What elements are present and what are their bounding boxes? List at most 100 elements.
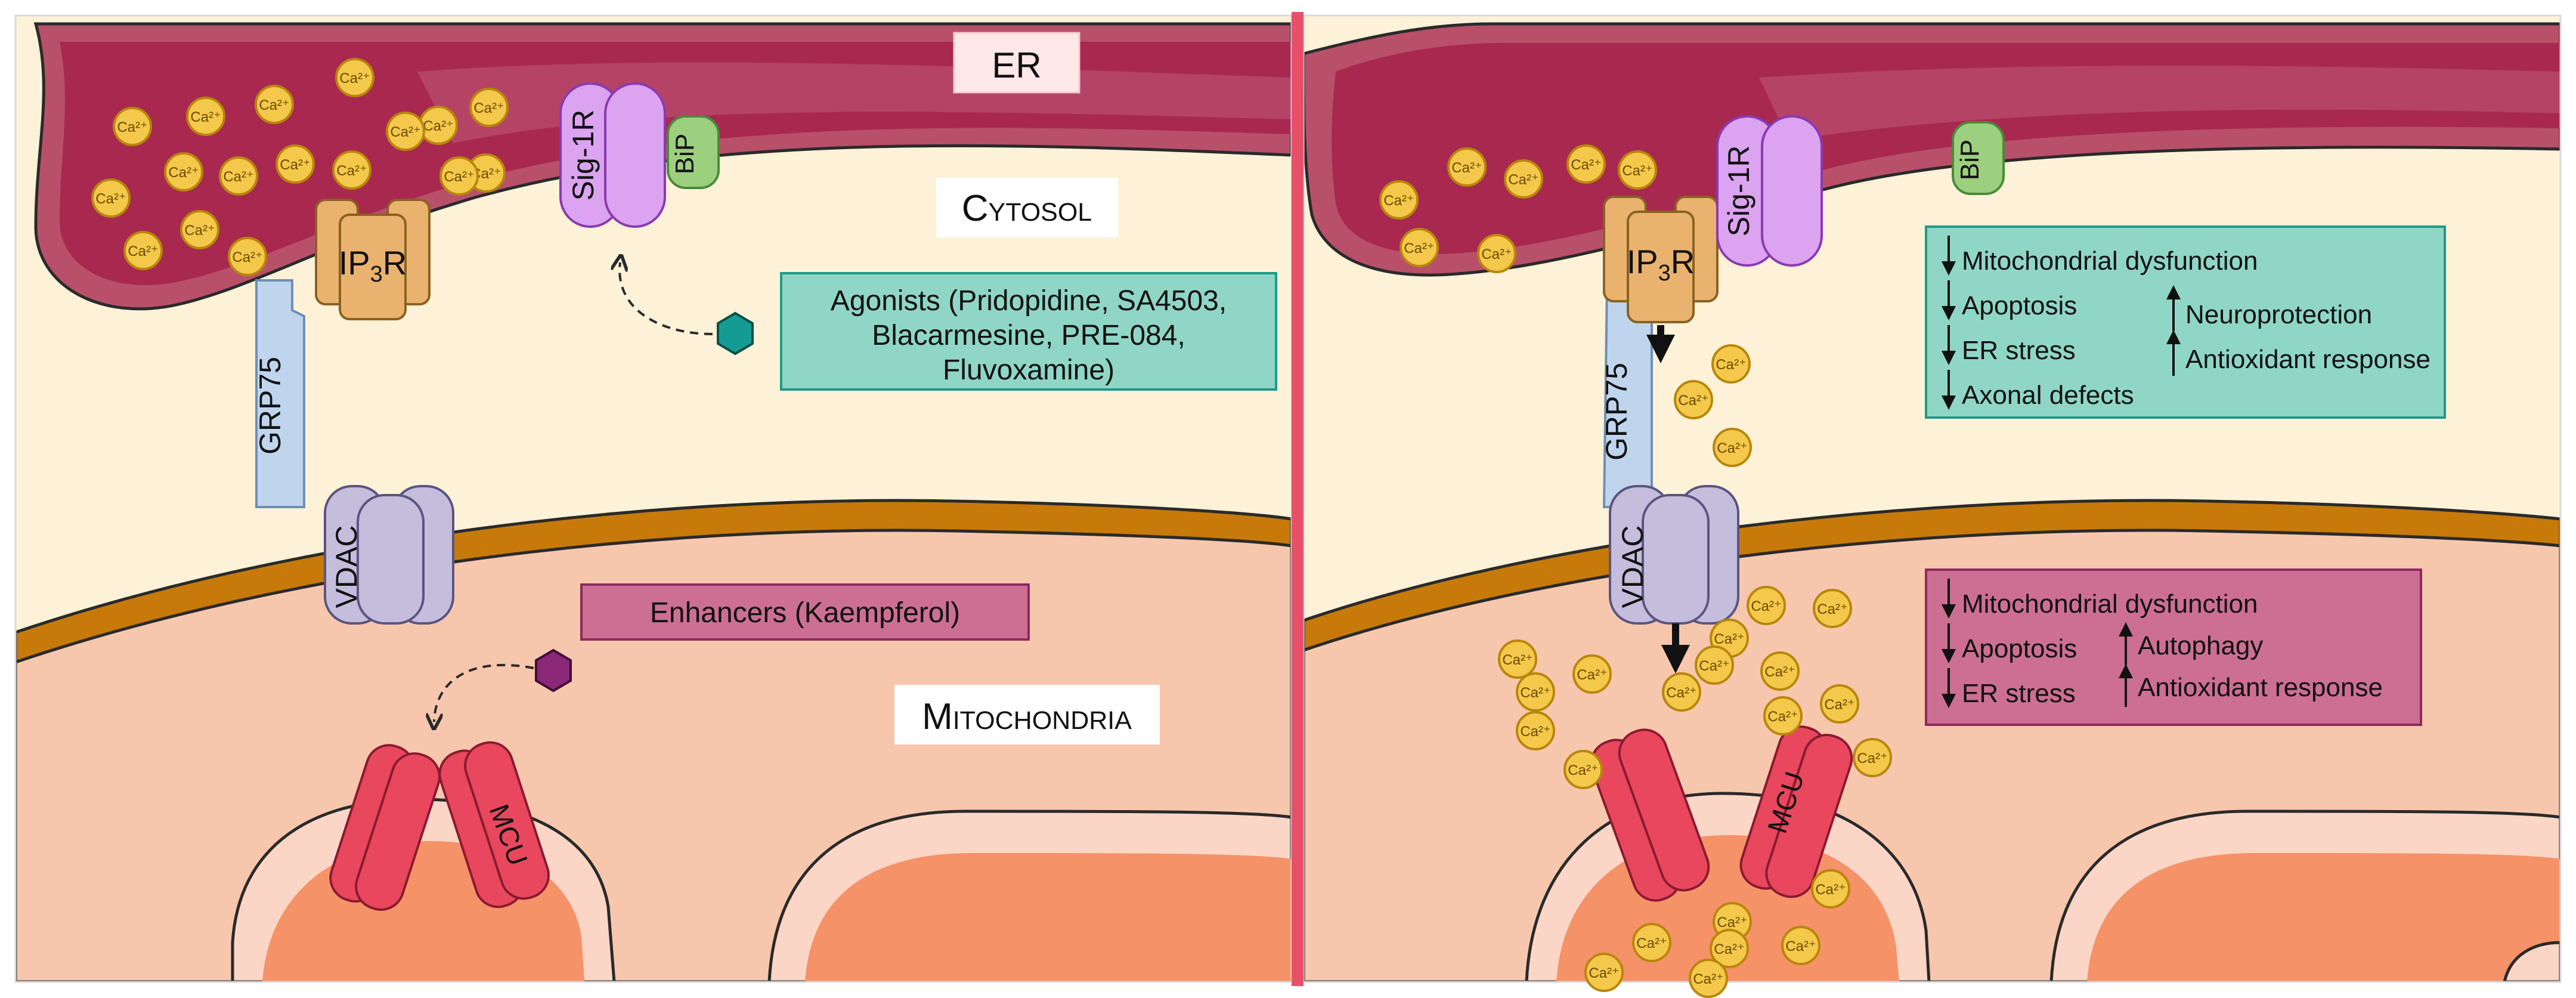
svg-text:GRP75: GRP75	[1600, 363, 1633, 461]
calcium-ion-label: Ca²⁺	[168, 165, 199, 181]
calcium-ion-label: Ca²⁺	[1502, 652, 1532, 668]
enhancers-box: Enhancers (Kaempferol)	[580, 583, 1030, 641]
calcium-ion-label: Ca²⁺	[1666, 685, 1696, 701]
svg-text:Sig-1R: Sig-1R	[1722, 146, 1755, 237]
calcium-ion: Ca²⁺	[1400, 228, 1439, 267]
calcium-ion: Ca²⁺	[1447, 147, 1487, 187]
ip3r-receptor: IP3R	[315, 199, 431, 320]
calcium-ion: Ca²⁺	[1572, 654, 1612, 694]
svg-text:Axonal defects: Axonal defects	[1962, 381, 2134, 410]
calcium-ion-label: Ca²⁺	[128, 243, 158, 259]
calcium-ion: Ca²⁺	[1710, 619, 1749, 658]
calcium-ion-label: Ca²⁺	[1714, 941, 1744, 957]
calcium-ion: Ca²⁺	[1711, 344, 1751, 384]
sig1r-receptor: Sig-1R	[1716, 115, 1823, 267]
svg-text:Antioxidant response: Antioxidant response	[2138, 673, 2383, 702]
calcium-ion-label: Ca²⁺	[1815, 882, 1846, 898]
calcium-ion-label: Ca²⁺	[444, 169, 474, 185]
calcium-ion-label: Ca²⁺	[423, 118, 453, 134]
grp75-protein: GRP75	[253, 279, 305, 508]
svg-text:Mitochondria: Mitochondria	[922, 696, 1132, 737]
calcium-ion-label: Ca²⁺	[1481, 246, 1512, 262]
calcium-ion: Ca²⁺	[1813, 589, 1852, 628]
svg-text:VDAC: VDAC	[330, 526, 363, 608]
calcium-ion-label: Ca²⁺	[1764, 664, 1795, 680]
calcium-ion: Ca²⁺	[228, 237, 267, 276]
mitochondria-label: Mitochondria	[894, 685, 1160, 744]
calcium-ion-label: Ca²⁺	[1717, 440, 1747, 456]
calcium-ion: Ca²⁺	[1516, 672, 1555, 712]
calcium-ion-label: Ca²⁺	[232, 249, 262, 265]
er-highlight	[1759, 66, 2560, 140]
calcium-ion-label: Ca²⁺	[473, 100, 504, 116]
svg-text:ER stress: ER stress	[1962, 679, 2076, 708]
calcium-ion: Ca²⁺	[1689, 959, 1728, 998]
svg-text:Agonists (Pridopidine, SA4503,: Agonists (Pridopidine, SA4503,	[831, 285, 1227, 317]
calcium-ion-label: Ca²⁺	[223, 169, 253, 185]
svg-text:IP3R: IP3R	[1627, 243, 1695, 286]
calcium-ion: Ca²⁺	[123, 231, 163, 270]
ip3r-receptor: IP3R	[1603, 196, 1719, 323]
calcium-ion: Ca²⁺	[332, 150, 371, 190]
calcium-ion: Ca²⁺	[1662, 672, 1701, 712]
svg-text:Enhancers (Kaempferol): Enhancers (Kaempferol)	[650, 597, 960, 629]
calcium-ion: Ca²⁺	[1674, 380, 1713, 419]
calcium-ion: Ca²⁺	[164, 152, 203, 191]
calcium-ion-label: Ca²⁺	[1383, 193, 1414, 209]
agonist-binding-arrow	[620, 262, 713, 335]
calcium-ion: Ca²⁺	[1695, 645, 1734, 685]
calcium-ion-label: Ca²⁺	[1817, 601, 1847, 617]
calcium-ion: Ca²⁺	[419, 106, 458, 145]
calcium-ion-label: Ca²⁺	[1589, 965, 1619, 981]
calcium-ion-label: Ca²⁺	[184, 223, 215, 239]
calcium-ion-label: Ca²⁺	[1857, 750, 1887, 767]
sig1r-receptor: Sig-1R	[559, 82, 666, 228]
calcium-ion-label: Ca²⁺	[1716, 357, 1746, 373]
svg-text:ER stress: ER stress	[1962, 336, 2076, 365]
svg-text:Autophagy: Autophagy	[2138, 631, 2263, 660]
er-label: ER	[953, 32, 1080, 94]
calcium-ion-label: Ca²⁺	[280, 157, 310, 173]
calcium-ion: Ca²⁺	[1853, 738, 1892, 777]
calcium-ion-label: Ca²⁺	[117, 119, 147, 135]
calcium-ion-label: Ca²⁺	[1520, 724, 1550, 740]
calcium-ion: Ca²⁺	[1713, 428, 1752, 467]
calcium-ion-label: Ca²⁺	[1699, 658, 1729, 674]
calcium-ion-label: Ca²⁺	[1785, 938, 1816, 954]
calcium-ion-label: Ca²⁺	[1622, 163, 1652, 179]
calcium-ion-label: Ca²⁺	[1636, 935, 1667, 951]
calcium-ion-label: Ca²⁺	[259, 97, 289, 113]
calcium-ion: Ca²⁺	[1632, 923, 1671, 962]
calcium-ion: Ca²⁺	[1781, 926, 1820, 965]
calcium-ion: Ca²⁺	[1584, 953, 1624, 992]
svg-text:BiP: BiP	[1955, 140, 1984, 180]
calcium-ion-label: Ca²⁺	[339, 70, 370, 86]
crista-2-inner	[805, 853, 1292, 982]
svg-text:ER: ER	[992, 45, 1041, 85]
calcium-ion: Ca²⁺	[1747, 586, 1786, 625]
calcium-ion-label: Ca²⁺	[1824, 697, 1854, 713]
vdac-channel: VDAC	[1609, 485, 1739, 625]
agonist-effects-box: Mitochondrial dysfunction Apoptosis ER s…	[1925, 225, 2446, 419]
calcium-ion: Ca²⁺	[1811, 869, 1850, 909]
calcium-ion: Ca²⁺	[469, 88, 509, 127]
calcium-ion: Ca²⁺	[1820, 684, 1859, 724]
vdac-channel: VDAC	[324, 485, 454, 625]
calcium-ion-label: Ca²⁺	[190, 109, 221, 125]
calcium-ion: Ca²⁺	[186, 97, 225, 136]
calcium-ion: Ca²⁺	[1710, 929, 1749, 968]
calcium-ion-label: Ca²⁺	[1520, 685, 1550, 701]
calcium-ion: Ca²⁺	[335, 58, 374, 97]
calcium-ion: Ca²⁺	[1566, 144, 1606, 184]
calcium-ion-label: Ca²⁺	[336, 163, 367, 179]
calcium-ion: Ca²⁺	[91, 178, 131, 218]
right-panel	[1304, 16, 2560, 982]
svg-text:Fluvoxamine): Fluvoxamine)	[943, 354, 1114, 386]
calcium-ion: Ca²⁺	[1563, 750, 1603, 789]
svg-text:Apoptosis: Apoptosis	[1962, 291, 2077, 320]
calcium-ion-label: Ca²⁺	[1693, 971, 1723, 987]
calcium-ion: Ca²⁺	[180, 210, 219, 249]
calcium-ion-label: Ca²⁺	[1577, 667, 1607, 683]
calcium-ion: Ca²⁺	[113, 107, 152, 146]
